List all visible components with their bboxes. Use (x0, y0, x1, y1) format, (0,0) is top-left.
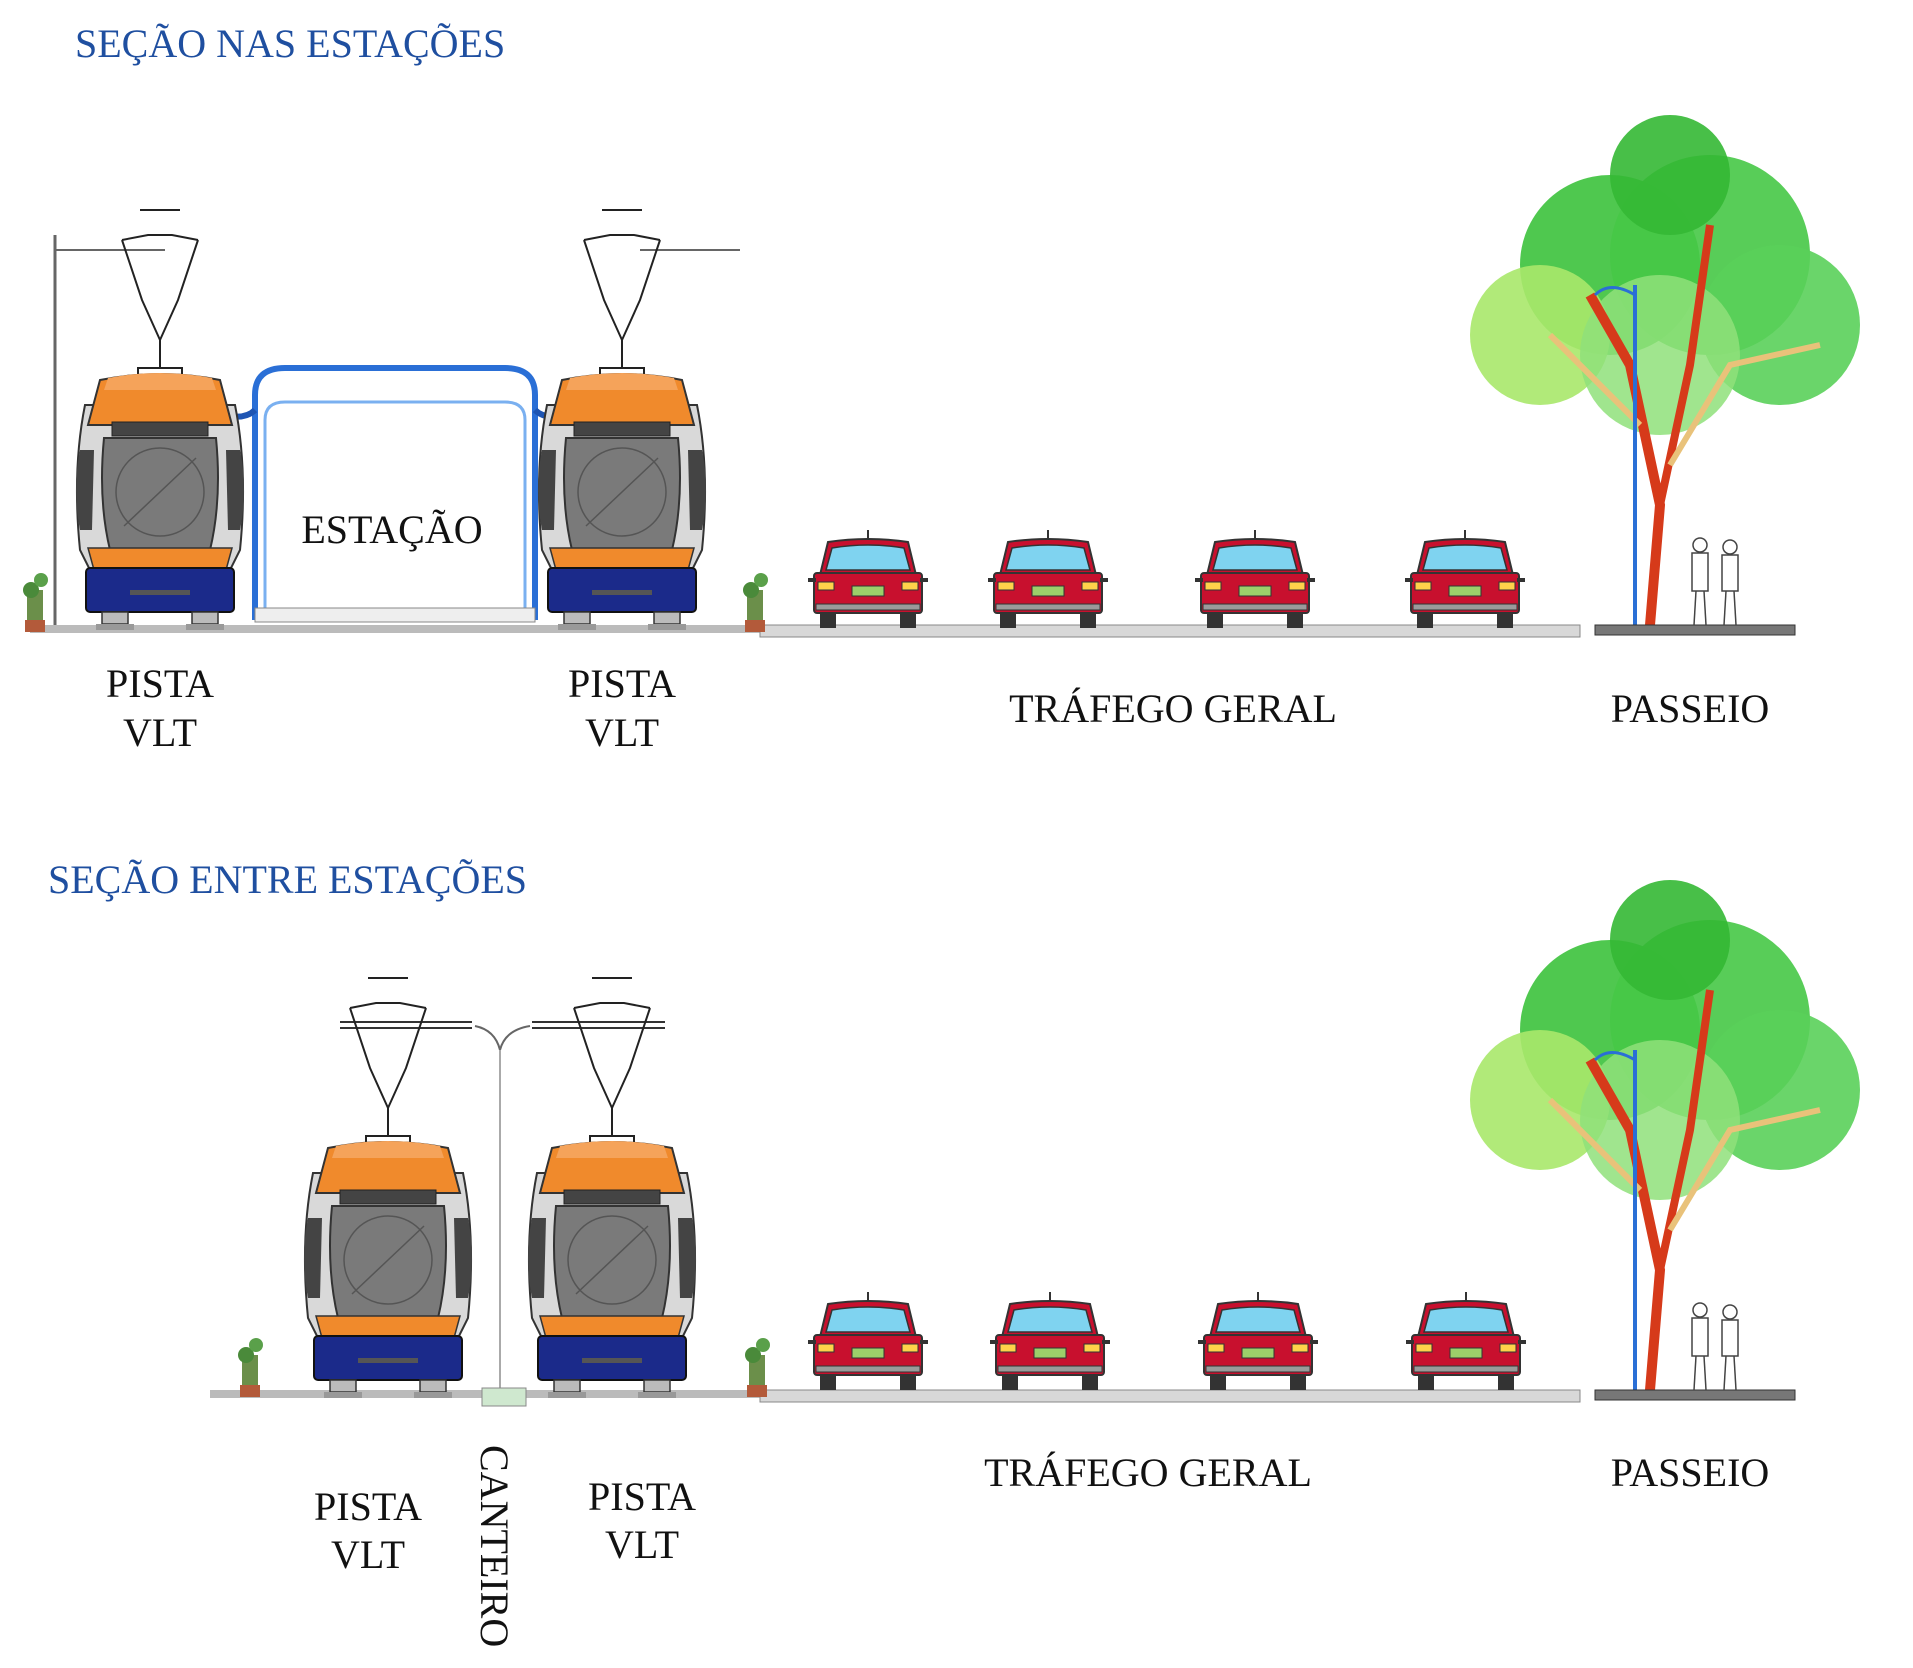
car (1194, 529, 1316, 629)
shrub (238, 1338, 263, 1397)
traffic-label: TRÁFEGO GERAL (1009, 686, 1337, 731)
shrub (743, 573, 768, 632)
tram-right (527, 977, 697, 1399)
tram-left (303, 977, 473, 1399)
vlt-lane-label-line2: VLT (585, 710, 659, 755)
road-surface (759, 1389, 1581, 1403)
car (1405, 1291, 1527, 1391)
vlt-lane-label-line2: VLT (605, 1522, 679, 1567)
station-canopy (252, 365, 538, 620)
shrub (23, 573, 48, 632)
traffic-label: TRÁFEGO GERAL (984, 1450, 1312, 1495)
tram-platform-ground (30, 625, 760, 633)
median-label: CANTEIRO (472, 1445, 517, 1647)
vlt-lane-label-line2: VLT (331, 1532, 405, 1577)
car (987, 529, 1109, 629)
car (1404, 529, 1526, 629)
tree-with-lamp (1470, 115, 1860, 635)
section-title: SEÇÃO NAS ESTAÇÕES (75, 21, 505, 66)
sidewalk-label: PASSEIO (1611, 1450, 1770, 1495)
tram-left (75, 209, 245, 631)
car (989, 1291, 1111, 1391)
median (481, 1387, 527, 1407)
section-title: SEÇÃO ENTRE ESTAÇÕES (48, 857, 527, 902)
car (807, 529, 929, 629)
car (807, 1291, 929, 1391)
station-platform (254, 607, 536, 623)
vlt-lane-label-line1: PISTA (314, 1484, 422, 1529)
vlt-lane-label-line1: PISTA (568, 661, 676, 706)
tree-with-lamp (1470, 880, 1860, 1400)
car (1197, 1291, 1319, 1391)
road-surface (759, 624, 1581, 638)
vlt-lane-label-line1: PISTA (106, 661, 214, 706)
vlt-lane-label-line2: VLT (123, 710, 197, 755)
section-at-stations: SEÇÃO NAS ESTAÇÕES ESTAÇÃO PISTA VLT PIS… (23, 21, 1860, 755)
sidewalk-label: PASSEIO (1611, 686, 1770, 731)
section-between-stations: SEÇÃO ENTRE ESTAÇÕES PISTA VLT PISTA VLT… (48, 857, 1860, 1647)
station-label: ESTAÇÃO (301, 507, 482, 552)
shrub (745, 1338, 770, 1397)
vlt-lane-label-line1: PISTA (588, 1474, 696, 1519)
tram-right (537, 209, 707, 631)
